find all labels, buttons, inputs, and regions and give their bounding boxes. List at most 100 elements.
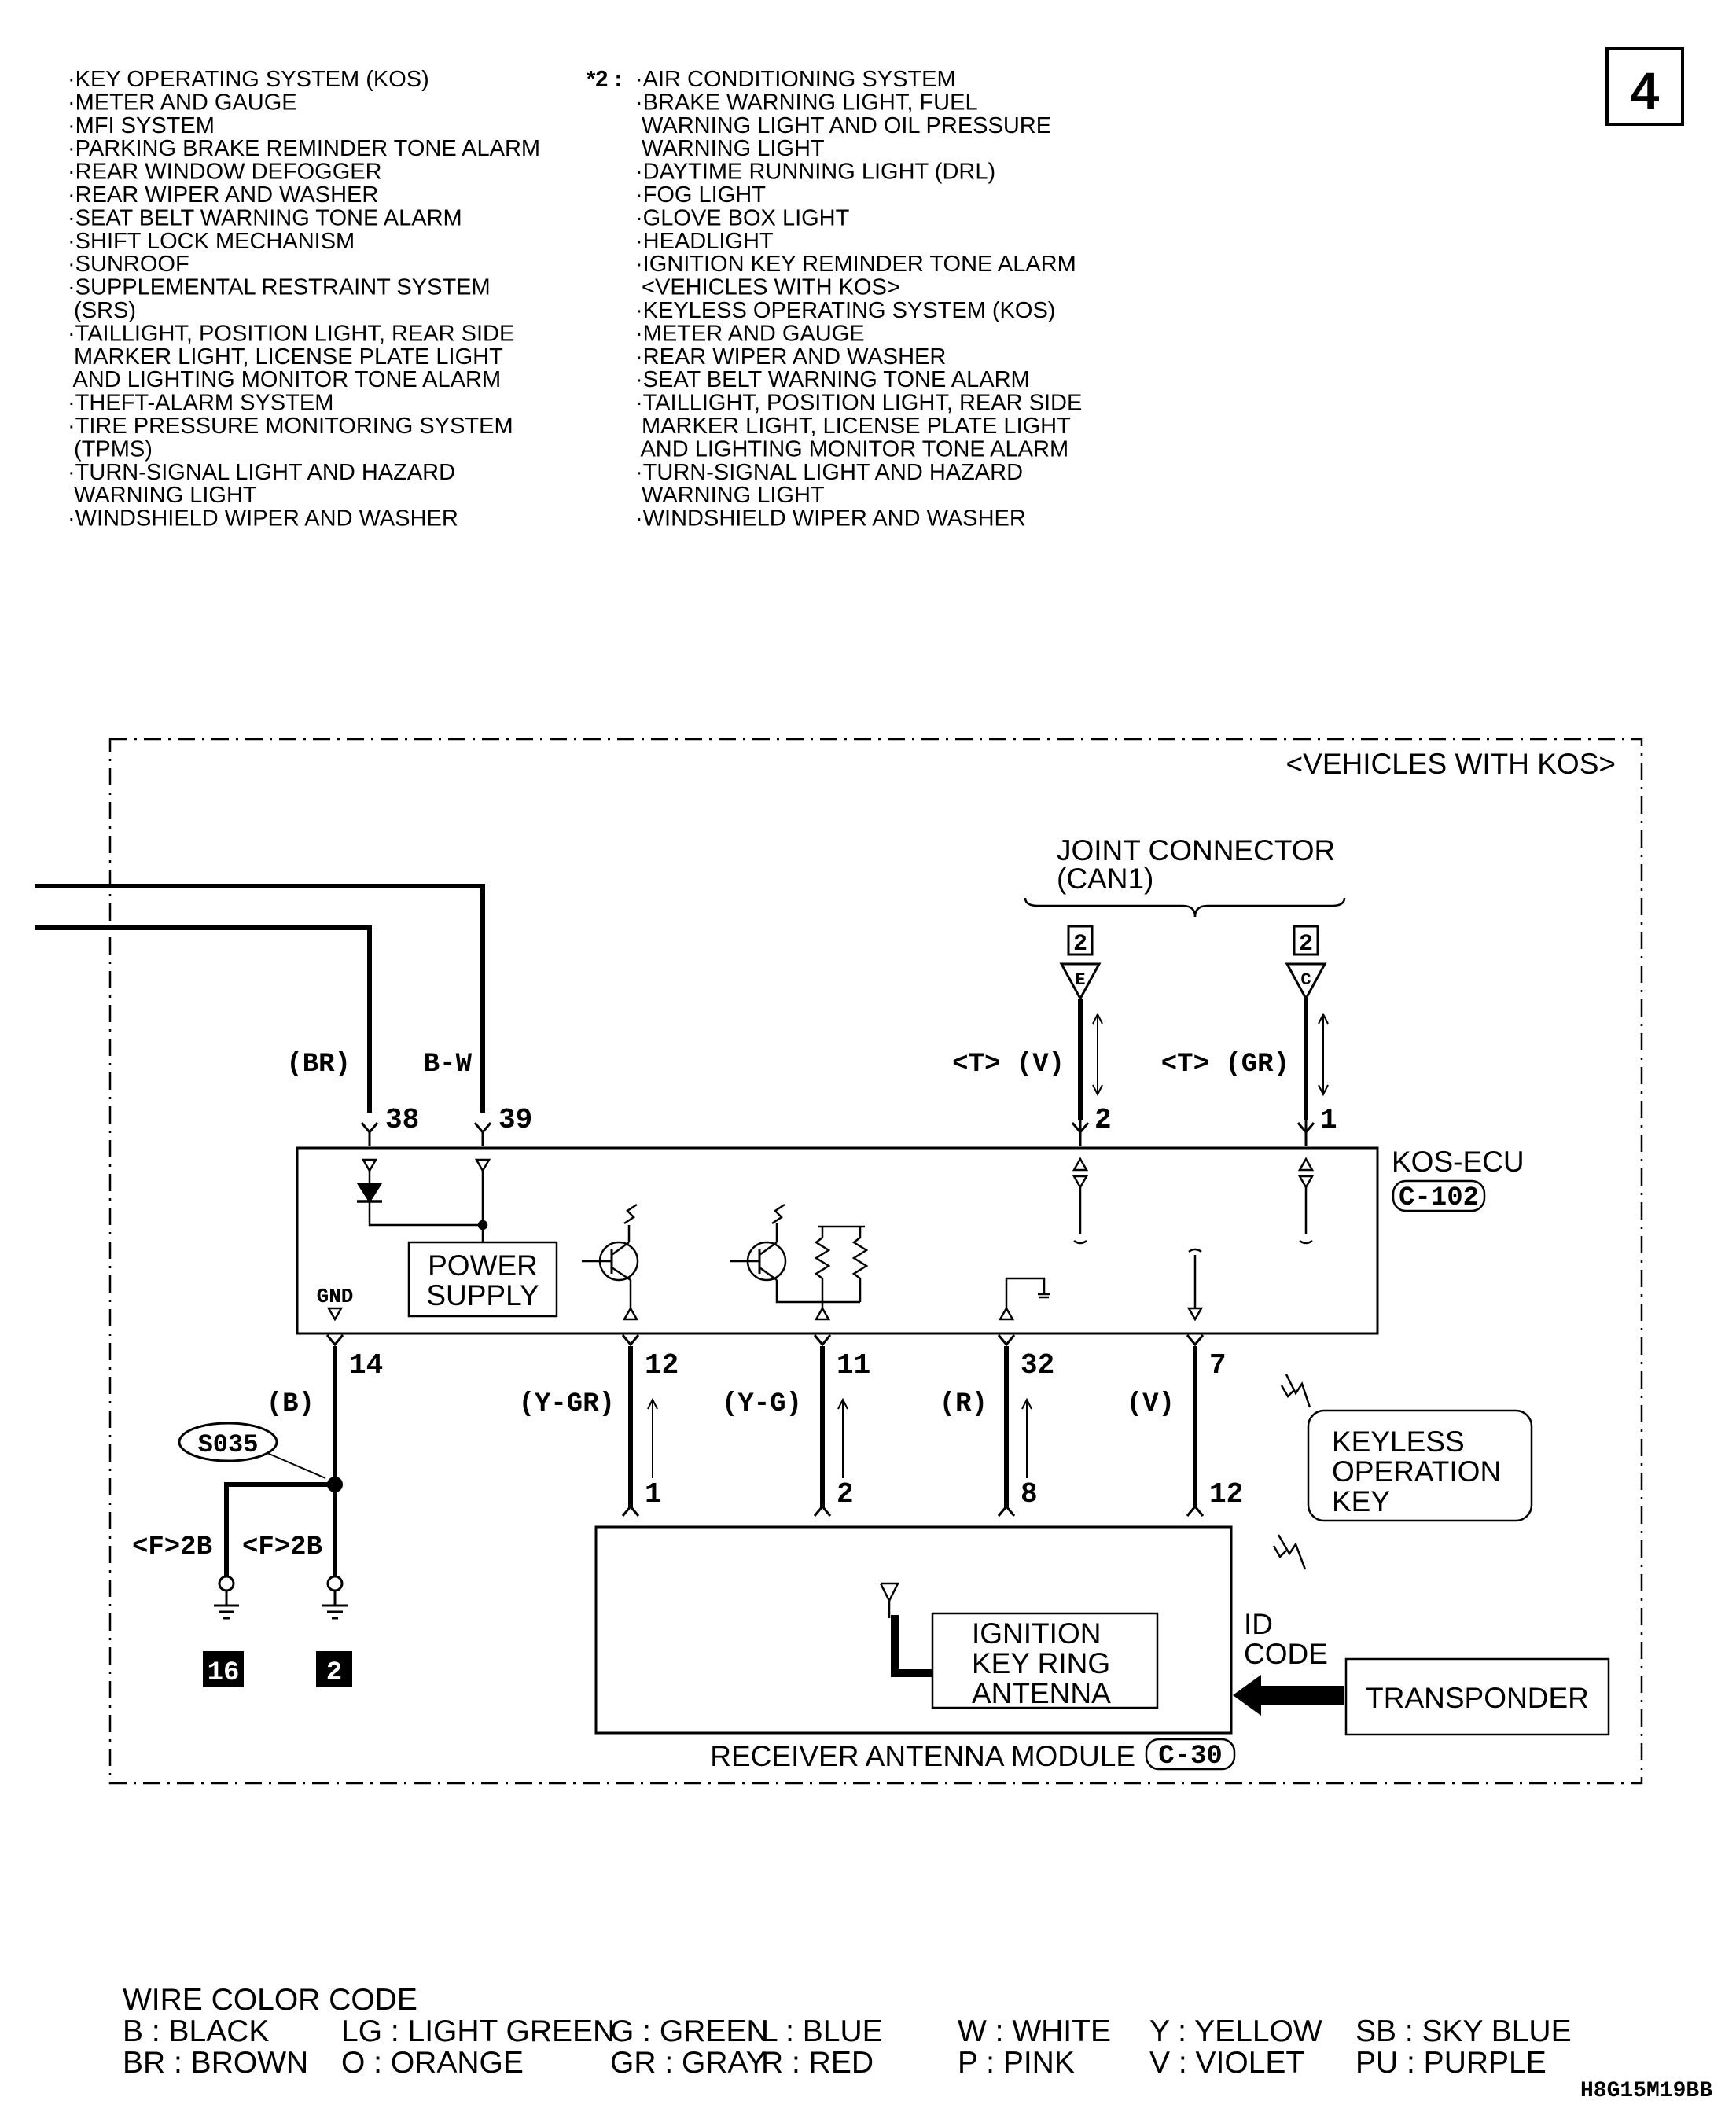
right-list-item: AND LIGHTING MONITOR TONE ALARM — [635, 436, 1068, 462]
wire-color-entry: P : PINK — [958, 2046, 1075, 2080]
pin-12-ecu: 12 — [645, 1349, 679, 1381]
splice-leader — [267, 1452, 326, 1479]
right-list-item: ·METER AND GAUGE — [635, 321, 865, 346]
wire-color-r: (R) — [940, 1389, 988, 1419]
right-list-item: WARNING LIGHT — [635, 136, 825, 161]
joint-connector-brace — [1024, 897, 1346, 918]
pin-1-module: 1 — [645, 1478, 662, 1510]
can-bidirectional-arrows — [1092, 1012, 1329, 1097]
pin-1-can: 1 — [1320, 1104, 1337, 1136]
left-list-item: (SRS) — [68, 298, 136, 323]
kos-ecu-label: KOS-ECU — [1392, 1146, 1525, 1178]
wire-color-entry: L : BLUE — [761, 2014, 883, 2048]
keyless-key-box — [1307, 1409, 1533, 1522]
keyless-key-label-3: KEY — [1332, 1485, 1390, 1518]
right-list-item: WARNING LIGHT — [635, 483, 825, 508]
antenna-box — [931, 1612, 1159, 1709]
right-system-list: ·AIR CONDITIONING SYSTEM·BRAKE WARNING L… — [635, 67, 1082, 532]
left-list-item: ·THEFT-ALARM SYSTEM — [68, 391, 333, 416]
svg-text:2: 2 — [1299, 931, 1313, 958]
power-supply-box — [407, 1241, 558, 1318]
joint-pin-e: 2 E — [1059, 925, 1102, 1002]
incoming-wires — [35, 884, 485, 1113]
joint-connector-can: (CAN1) — [1057, 863, 1153, 895]
pin-2-module: 2 — [837, 1478, 854, 1510]
signal-direction-arrows — [647, 1397, 1032, 1478]
right-list-item: ·REAR WIPER AND WASHER — [635, 344, 946, 370]
splice-s035: S035 — [198, 1430, 259, 1459]
ground-2: 2 — [326, 1658, 342, 1688]
left-list-item: ·TIRE PRESSURE MONITORING SYSTEM — [68, 414, 513, 439]
left-list-item: ·SEAT BELT WARNING TONE ALARM — [68, 205, 462, 230]
right-list-item: ·AIR CONDITIONING SYSTEM — [635, 67, 956, 92]
wire-color-br: (BR) — [286, 1050, 351, 1080]
receiver-module-box — [594, 1525, 1233, 1735]
right-list-item: ·DAYTIME RUNNING LIGHT (DRL) — [635, 160, 995, 185]
kos-ecu-connector-box — [1392, 1179, 1486, 1212]
right-list-item: ·IGNITION KEY REMINDER TONE ALARM — [635, 252, 1076, 277]
ground-b-label: <F>2B — [242, 1532, 322, 1562]
left-list-item: (TPMS) — [68, 436, 153, 462]
top-wires — [1078, 999, 1308, 1120]
wire-color-v: (V) — [1127, 1389, 1175, 1419]
right-list-item: ·KEYLESS OPERATING SYSTEM (KOS) — [635, 298, 1055, 323]
splice-dot — [327, 1477, 343, 1492]
pin-39: 39 — [498, 1104, 532, 1136]
antenna-feed — [891, 1615, 932, 1677]
variant-label: <VEHICLES WITH KOS> — [1286, 748, 1616, 780]
transponder-label: TRANSPONDER — [1366, 1682, 1589, 1714]
right-list-item: ·GLOVE BOX LIGHT — [635, 205, 850, 230]
wire-color-can-gr: <T> (GR) — [1161, 1050, 1289, 1080]
pin-11-ecu: 11 — [837, 1349, 870, 1381]
wire-color-entry: SB : SKY BLUE — [1355, 2014, 1572, 2048]
pin-12-module: 12 — [1209, 1478, 1243, 1510]
left-list-item: WARNING LIGHT — [68, 483, 257, 508]
wire-color-entry: W : WHITE — [958, 2014, 1111, 2048]
left-list-item: ·REAR WIPER AND WASHER — [68, 182, 378, 208]
ecu-internal-circuit — [326, 1157, 1315, 1322]
left-list-item: ·KEY OPERATING SYSTEM (KOS) — [68, 67, 429, 92]
pin-8-module: 8 — [1021, 1478, 1038, 1510]
right-list-marker: *2 : — [587, 67, 622, 92]
wire-color-entry: BR : BROWN — [123, 2046, 308, 2080]
wire-color-bw: B-W — [424, 1050, 473, 1080]
wire-color-entry: B : BLACK — [123, 2014, 269, 2048]
wire-color-entry: LG : LIGHT GREEN — [341, 2014, 615, 2048]
bottom-connector-pins — [326, 1334, 1205, 1517]
left-list-item: MARKER LIGHT, LICENSE PLATE LIGHT — [68, 344, 503, 370]
diagram-code: H8G15M19BB — [1580, 2079, 1712, 2103]
wire-color-entry: R : RED — [761, 2046, 874, 2080]
wire-color-code-title: WIRE COLOR CODE — [123, 1983, 417, 2017]
ground-symbols — [214, 1575, 348, 1620]
left-list-item: ·SHIFT LOCK MECHANISM — [68, 229, 355, 254]
kos-ecu-connector: C-102 — [1399, 1183, 1479, 1213]
svg-text:2: 2 — [1073, 931, 1087, 958]
antenna-icon — [879, 1582, 900, 1618]
wire-color-b: (B) — [267, 1389, 314, 1419]
wire-color-entry: Y : YELLOW — [1149, 2014, 1322, 2048]
ground-2-badge — [316, 1651, 352, 1687]
power-supply-label-2: SUPPLY — [426, 1279, 539, 1311]
transponder-box — [1344, 1657, 1610, 1736]
splice-s035-tag — [178, 1422, 278, 1462]
left-list-item: ·TAILLIGHT, POSITION LIGHT, REAR SIDE — [68, 321, 514, 346]
pin-14: 14 — [349, 1349, 383, 1381]
right-list-item: WARNING LIGHT AND OIL PRESSURE — [635, 113, 1051, 138]
page-number: 4 — [1631, 61, 1660, 120]
ground-16: 16 — [208, 1658, 240, 1688]
pin-38: 38 — [385, 1104, 419, 1136]
left-system-list: ·KEY OPERATING SYSTEM (KOS)·METER AND GA… — [68, 67, 540, 532]
pin-2-can: 2 — [1094, 1104, 1112, 1136]
left-list-item: ·TURN-SIGNAL LIGHT AND HAZARD — [68, 460, 455, 485]
keyless-key-label-1: KEYLESS — [1332, 1426, 1465, 1458]
ground-a-label: <F>2B — [132, 1532, 212, 1562]
left-list-item: AND LIGHTING MONITOR TONE ALARM — [68, 367, 501, 392]
right-list-item: <VEHICLES WITH KOS> — [635, 275, 900, 300]
pin-32-ecu: 32 — [1021, 1349, 1054, 1381]
wire-color-entry: O : ORANGE — [341, 2046, 524, 2080]
left-list-item: ·SUPPLEMENTAL RESTRAINT SYSTEM — [68, 275, 491, 300]
right-list-item: ·HEADLIGHT — [635, 229, 774, 254]
vehicle-variant-frame — [108, 738, 1643, 1785]
